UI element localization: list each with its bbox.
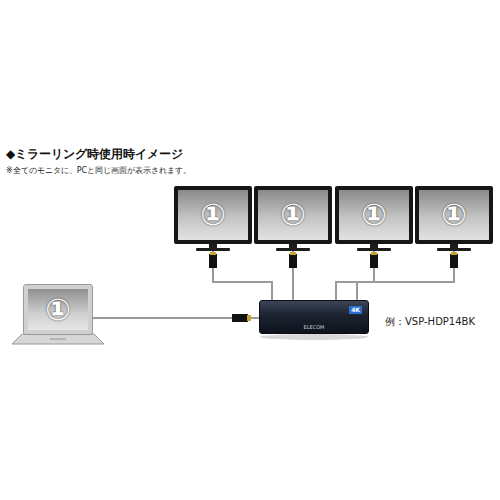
screen-number: ①	[361, 200, 386, 230]
hdmi-cable	[213, 244, 272, 300]
brand-name: ELECOM	[260, 324, 368, 330]
monitor-screen: ①	[254, 186, 332, 244]
screen-number: ①	[441, 200, 466, 230]
note: ※全てのモニタに、PCと同じ画面が表示されます。	[6, 165, 191, 176]
monitor-screen: ①	[335, 186, 413, 244]
screen-number: ①	[200, 200, 225, 230]
hdmi-cable	[336, 244, 374, 300]
laptop-base	[12, 334, 104, 344]
screen-number: ①	[45, 295, 70, 325]
screen-number: ①	[280, 200, 305, 230]
hdmi-splitter: 4K ELECOM	[259, 300, 369, 334]
monitor-stands	[196, 244, 471, 251]
laptop-screen: ①	[24, 285, 92, 334]
model-label: 例：VSP-HDP14BK	[384, 315, 476, 329]
heading: ◆ミラーリング時使用時イメージ	[6, 146, 183, 163]
monitor-screen: ①	[415, 186, 493, 244]
monitor-screen: ①	[174, 186, 252, 244]
resolution-badge: 4K	[349, 306, 362, 314]
hdmi-cable	[357, 244, 454, 300]
